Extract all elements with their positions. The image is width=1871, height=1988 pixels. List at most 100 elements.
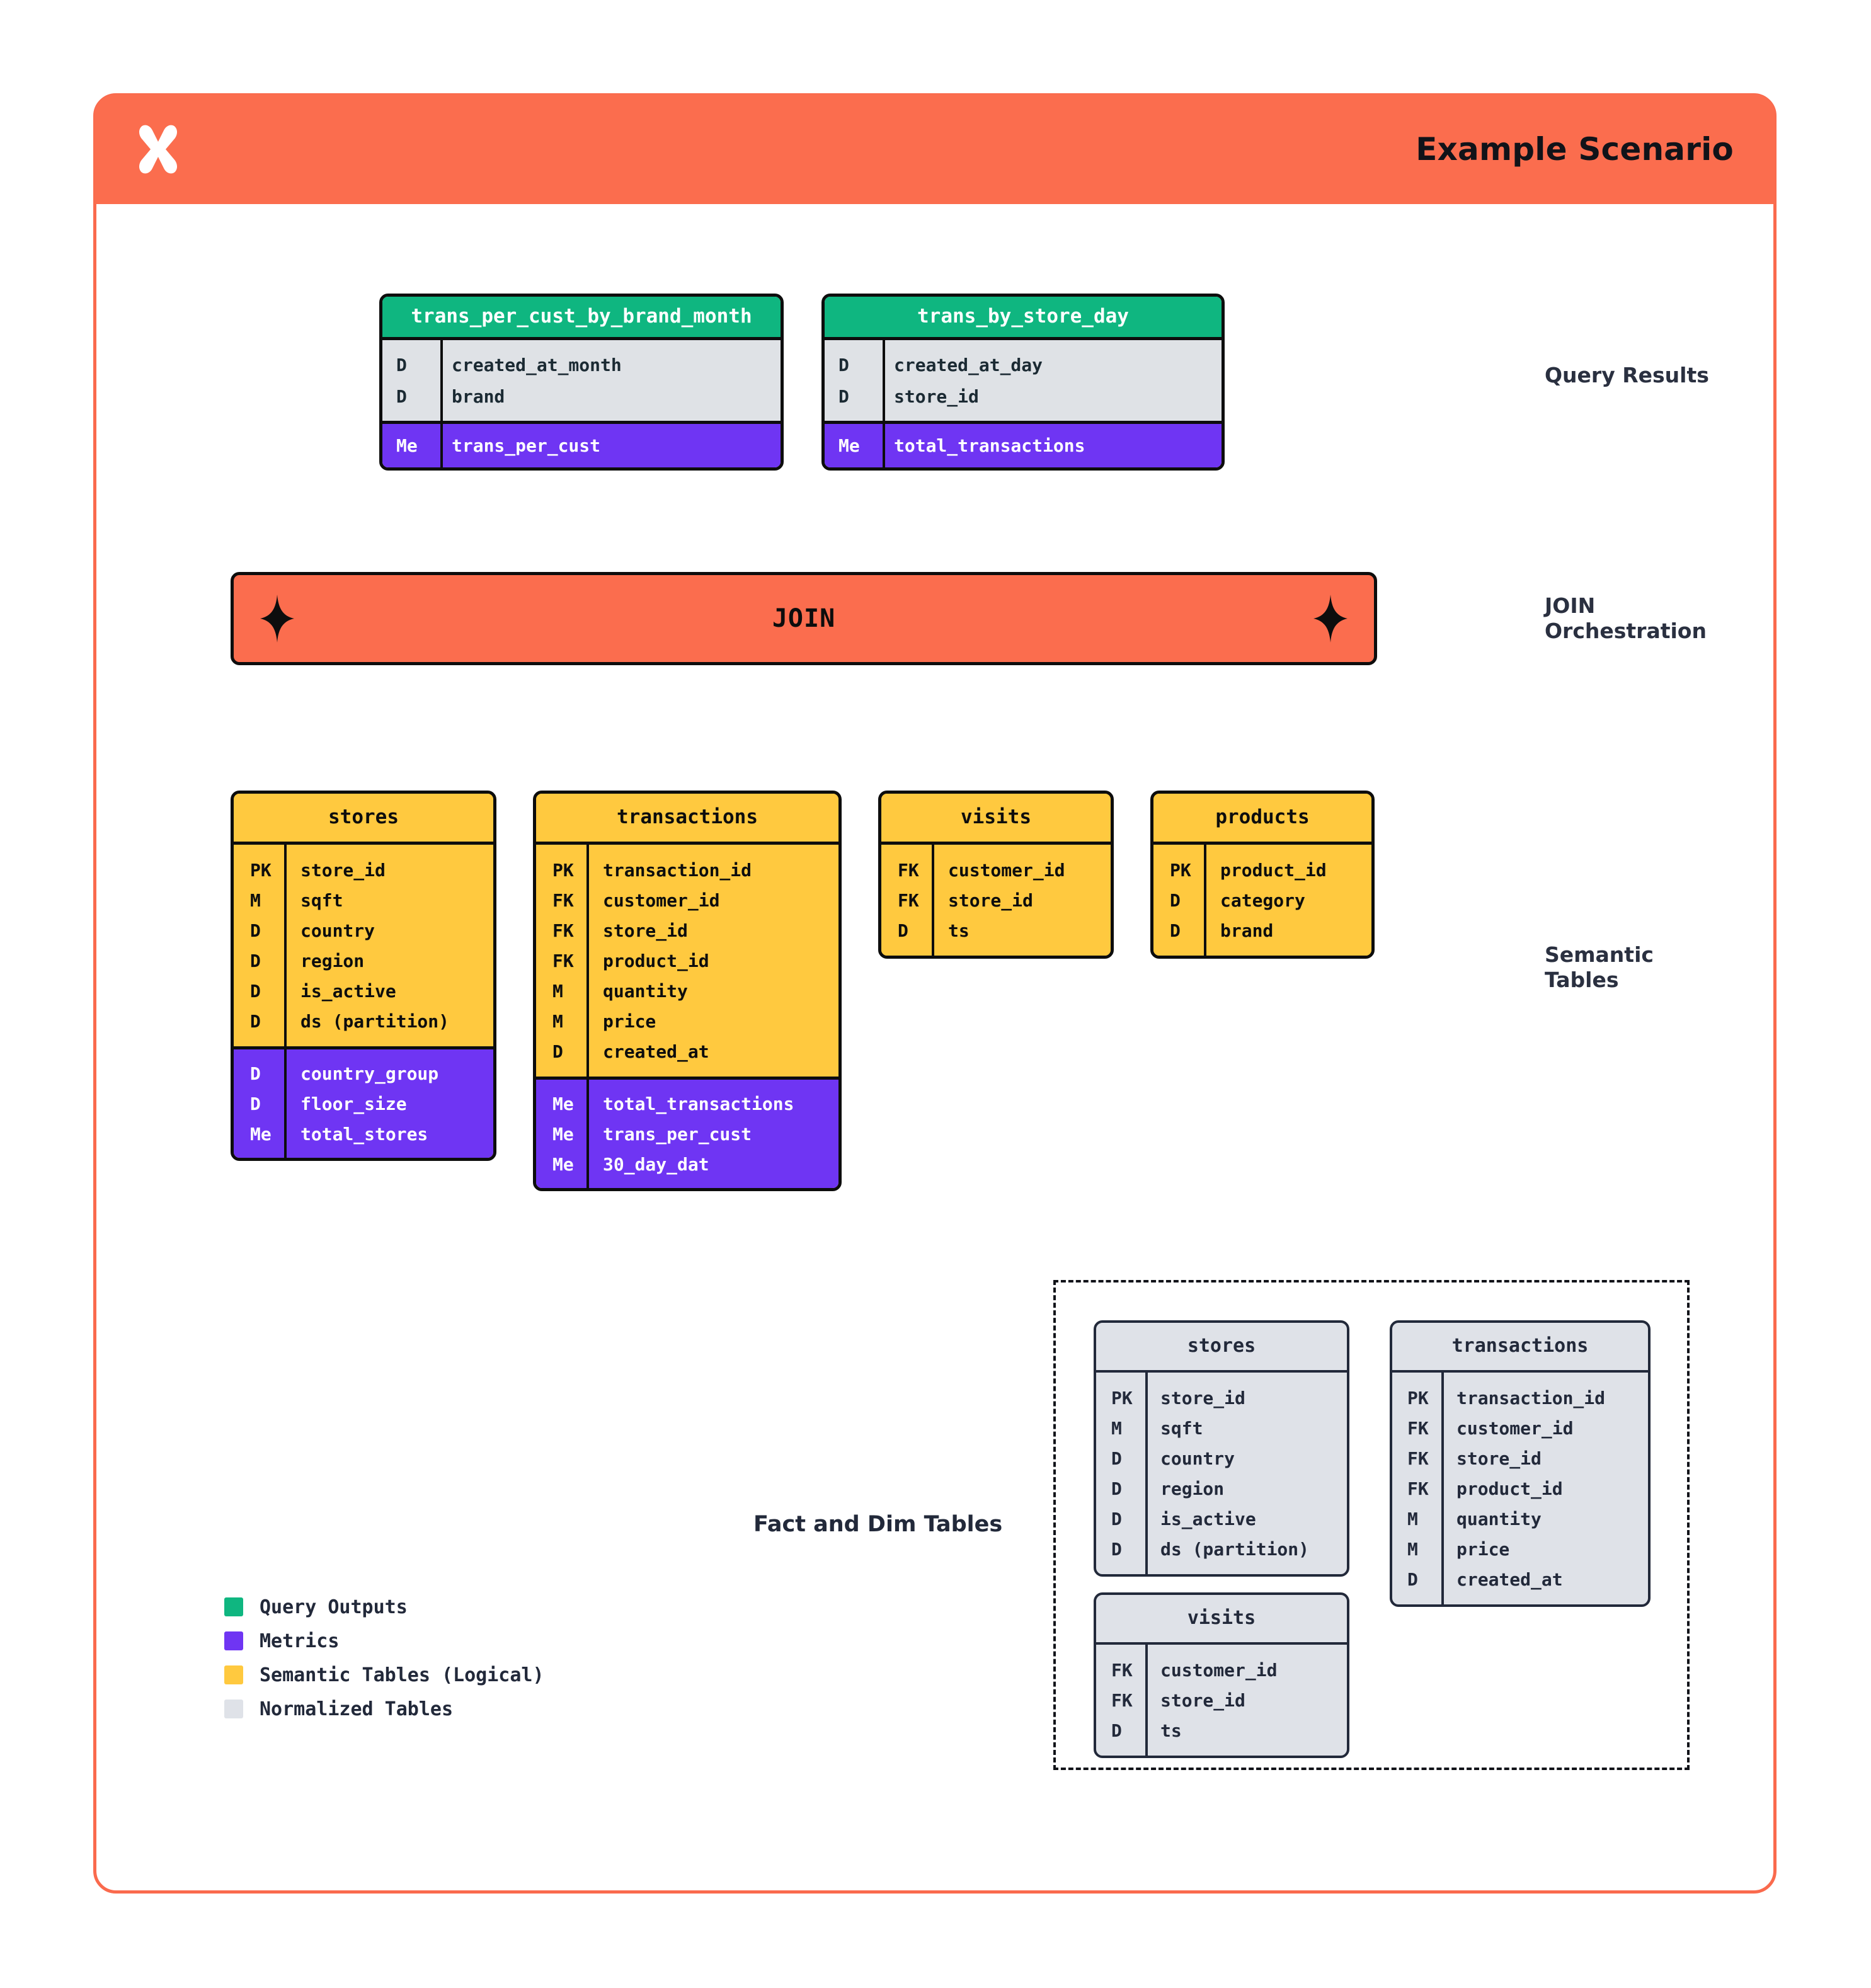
row-kind: D [1111, 1508, 1122, 1529]
table-row: FK customer_id [1392, 1413, 1648, 1443]
metric-rows: Me total_transactions [825, 421, 1222, 467]
legend: Query Outputs Metrics Semantic Tables (L… [224, 1590, 544, 1726]
legend-item-query-outputs: Query Outputs [224, 1590, 544, 1624]
row-field: total_stores [300, 1123, 428, 1145]
sparkle-diamond-icon [260, 595, 294, 643]
row-kind: FK [1407, 1448, 1429, 1469]
row-kind: FK [898, 889, 919, 911]
annotation-fact-and-dim-tables: Fact and Dim Tables [753, 1512, 1003, 1537]
row-field: store_id [603, 920, 688, 941]
row-field: quantity [603, 980, 688, 1002]
row-field: created_at [1456, 1568, 1563, 1590]
row-kind: D [838, 386, 849, 407]
table-title: trans_per_cust_by_brand_month [382, 297, 781, 340]
row-kind: D [1111, 1720, 1122, 1741]
row-field: store_id [1160, 1689, 1245, 1711]
row-kind: Me [552, 1153, 574, 1175]
row-field: trans_per_cust [452, 435, 601, 456]
legend-label: Metrics [260, 1630, 340, 1652]
row-field: is_active [1160, 1508, 1256, 1529]
metric-rows: Me trans_per_cust [382, 421, 781, 467]
table-row: D created_at_day [825, 349, 1222, 380]
row-kind: FK [898, 859, 919, 881]
table-row: D created_at_month [382, 349, 781, 380]
dimension-rows: D created_at_month D brand [382, 340, 781, 421]
legend-label: Normalized Tables [260, 1698, 454, 1720]
row-field: quantity [1456, 1508, 1542, 1529]
row-kind: FK [1407, 1417, 1429, 1439]
row-kind: M [1111, 1417, 1122, 1439]
row-kind: D [1170, 889, 1181, 911]
row-kind: FK [1407, 1478, 1429, 1499]
row-field: customer_id [1456, 1417, 1574, 1439]
row-field: country [1160, 1448, 1235, 1469]
row-field: transaction_id [1456, 1387, 1606, 1408]
table-title: transactions [1392, 1323, 1648, 1373]
row-kind: Me [552, 1093, 574, 1114]
row-kind: PK [552, 859, 574, 881]
legend-swatch-query-outputs [224, 1597, 243, 1616]
query-result-table-trans-by-store-day[interactable]: trans_by_store_day D created_at_day D st… [821, 294, 1225, 471]
table-title: stores [1096, 1323, 1347, 1373]
row-field: region [300, 950, 365, 971]
row-field: country [300, 920, 375, 941]
row-field: customer_id [603, 889, 720, 911]
table-row: FK store_id [1096, 1685, 1347, 1715]
row-kind: D [250, 1063, 261, 1084]
annotation-query-results: Query Results [1545, 363, 1709, 387]
row-kind: PK [1407, 1387, 1429, 1408]
table-row: D brand [382, 380, 781, 412]
join-orchestration-bar[interactable]: JOIN [231, 572, 1377, 665]
join-label: JOIN [772, 604, 836, 633]
row-field: ts [1160, 1720, 1182, 1741]
row-kind: FK [552, 920, 574, 941]
row-kind: M [1407, 1508, 1418, 1529]
semantic-layer-logo-icon [139, 125, 178, 174]
row-field: price [1456, 1538, 1510, 1560]
row-field: floor_size [300, 1093, 407, 1114]
query-result-table-trans-per-cust-by-brand-month[interactable]: trans_per_cust_by_brand_month D created_… [379, 294, 784, 471]
row-field: ds (partition) [1160, 1538, 1310, 1560]
dimension-rows: D created_at_day D store_id [825, 340, 1222, 421]
row-kind: D [250, 950, 261, 971]
row-field: 30_day_dat [603, 1153, 709, 1175]
row-field: trans_per_cust [603, 1123, 752, 1145]
row-field: category [1220, 889, 1305, 911]
table-row: Me total_transactions [825, 430, 1222, 461]
legend-swatch-semantic-tables [224, 1665, 243, 1684]
table-title: visits [1096, 1595, 1347, 1645]
row-field: store_id [1456, 1448, 1542, 1469]
normalized-table-transactions[interactable]: transactions PK transaction_id FK customer… [1390, 1320, 1651, 1607]
row-kind: D [1111, 1538, 1122, 1560]
row-kind: FK [1111, 1689, 1133, 1711]
